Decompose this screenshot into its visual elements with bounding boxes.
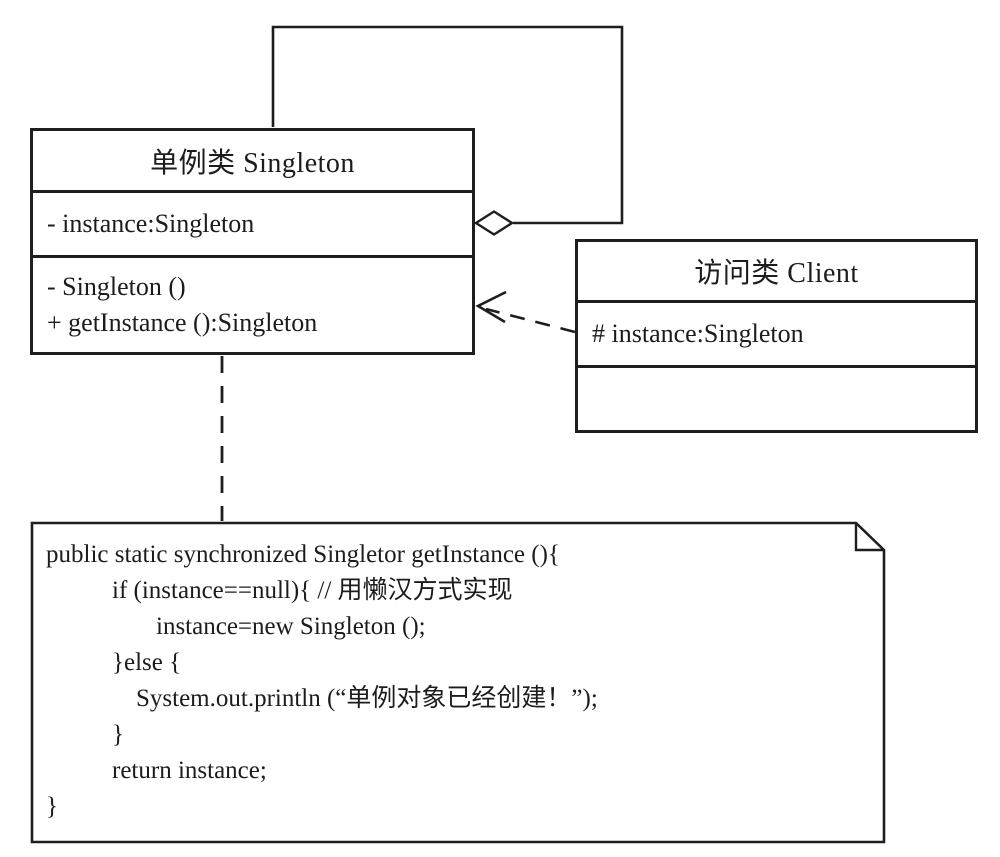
- note-outline: [30, 521, 886, 844]
- attribute-instance: - instance:Singleton: [47, 209, 255, 238]
- note-dogear-icon: [854, 523, 884, 552]
- code-note: public static synchronized Singletor get…: [32, 524, 882, 842]
- class-title-client: 访问类 Client: [578, 242, 975, 303]
- methods-compartment-client: [578, 368, 975, 430]
- self-association-connector: [271, 25, 624, 225]
- attributes-compartment-client: # instance:Singleton: [578, 303, 975, 368]
- code-line: public static synchronized Singletor get…: [46, 541, 560, 568]
- aggregation-diamond-icon: [473, 210, 515, 236]
- code-line: instance=new Singleton ();: [156, 613, 426, 640]
- code-line: }else {: [112, 649, 182, 676]
- methods-compartment-singleton: - Singleton () + getInstance ():Singleto…: [33, 258, 472, 352]
- code-line: System.out.println (“单例对象已经创建！”);: [136, 685, 598, 712]
- open-arrowhead-icon: [475, 290, 507, 324]
- class-title-singleton: 单例类 Singleton: [33, 131, 472, 193]
- attributes-compartment-singleton: - instance:Singleton: [33, 193, 472, 258]
- class-box-singleton: 单例类 Singleton - instance:Singleton - Sin…: [30, 128, 475, 355]
- method-getinstance: + getInstance ():Singleton: [47, 308, 318, 337]
- code-line: }: [112, 721, 124, 748]
- method-constructor: - Singleton (): [47, 272, 186, 301]
- class-box-client: 访问类 Client # instance:Singleton: [575, 239, 978, 433]
- code-line: if (instance==null){ // 用懒汉方式实现: [112, 577, 513, 604]
- attribute-client-instance: # instance:Singleton: [592, 319, 804, 348]
- code-line: return instance;: [112, 757, 267, 784]
- dependency-line: [485, 307, 576, 334]
- code-line: }: [46, 793, 58, 820]
